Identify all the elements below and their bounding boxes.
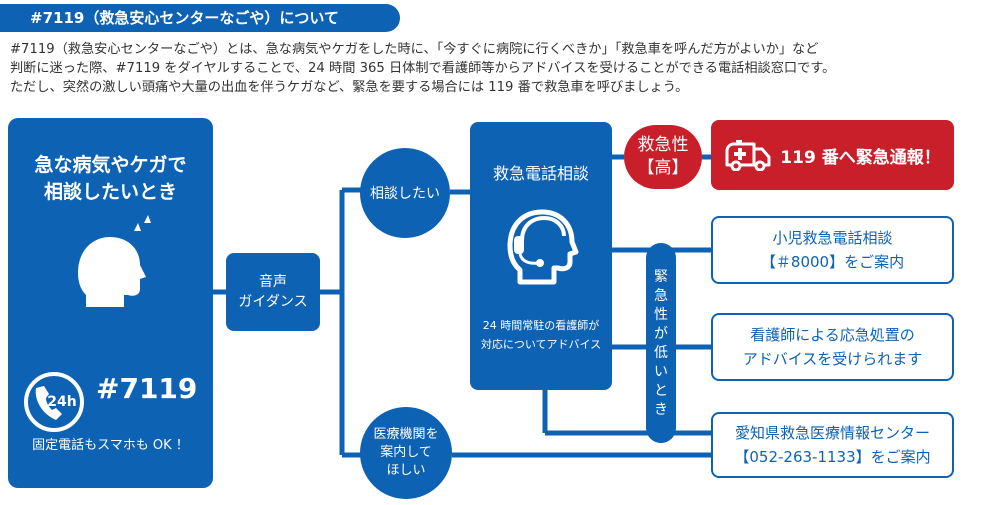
consult-branch: 相談したい: [360, 148, 450, 238]
emergency-consult-title: 救急電話相談: [492, 164, 589, 183]
urgency-low-char: い: [654, 364, 668, 380]
operator-headset-icon: [507, 209, 579, 285]
start-title: 急な病気やケガで 相談したいとき: [8, 152, 213, 206]
consult-note-line: 24 時間常駐の看護師が: [482, 319, 600, 332]
pediatric-line: 【＃8000】をご案内: [760, 253, 905, 271]
nurse-advice-box: 看護師による応急処置の アドバイスを受けられます: [711, 313, 954, 381]
urgency-low-char: 低: [654, 345, 668, 361]
emergency-call-box: 119 番へ緊急通報！: [711, 120, 954, 190]
urgency-high-line: 救急性: [637, 135, 689, 155]
urgency-low-char: と: [654, 383, 668, 399]
urgency-low-text: 緊 急 性 が 低 い と き: [646, 268, 676, 420]
emergency-consult-note: 24 時間常駐の看護師が 対応についてアドバイス: [470, 316, 612, 354]
intro-line: #7119（救急安心センターなごや）とは、急な病気やケガをした時に、「今すぐに病…: [10, 42, 819, 57]
info-center-box: 愛知県救急医療情報センター 【052-263-1133】をご案内: [711, 412, 954, 478]
start-note: 固定電話もスマホも OK ！: [32, 438, 189, 453]
emergency-consult-box: 救急電話相談 24 時間常駐の看護師が 対応についてアドバイス: [470, 122, 612, 390]
voice-guidance-box: 音声 ガイダンス: [226, 253, 320, 331]
phone-24h-icon: 24h: [24, 372, 84, 432]
medical-branch-line: ほしい: [386, 463, 426, 478]
nurse-advice-line: アドバイスを受けられます: [742, 350, 923, 368]
intro-line: ただし、突然の激しい頭痛や大量の出血を伴うケガなど、緊急を要する場合には 119…: [10, 80, 689, 95]
urgency-low-bar: 緊 急 性 が 低 い と き: [646, 243, 676, 443]
section-header: #7119（救急安心センターなごや）について: [0, 4, 400, 32]
consult-branch-label: 相談したい: [370, 186, 440, 202]
hotline-number: #7119: [96, 372, 198, 405]
start-title-line: 相談したいとき: [43, 181, 177, 203]
pediatric-line: 小児救急電話相談: [772, 229, 893, 247]
start-title-line: 急な病気やケガで: [34, 154, 187, 176]
urgency-low-char: き: [654, 402, 668, 418]
pediatric-consult-box: 小児救急電話相談 【＃8000】をご案内: [711, 216, 954, 284]
nurse-advice-line: 看護師による応急処置の: [750, 326, 915, 344]
consult-note-line: 対応についてアドバイス: [480, 338, 602, 351]
info-center-line: 愛知県救急医療情報センター: [734, 424, 930, 442]
badge-24h: 24h: [47, 394, 76, 410]
intro-line: 判断に迷った際、#7119 をダイヤルすることで、24 時間 365 日体制で看…: [10, 61, 836, 76]
info-center-line: 【052-263-1133】をご案内: [734, 448, 931, 466]
sick-person-icon: [78, 215, 151, 307]
guidance-line: ガイダンス: [238, 294, 308, 310]
urgency-low-char: が: [654, 326, 668, 342]
guidance-line: 音声: [259, 274, 287, 290]
urgency-high-badge: 救急性 【高】: [624, 125, 702, 189]
urgency-low-char: 性: [654, 307, 668, 323]
medical-branch: 医療機関を 案内して ほしい: [360, 407, 452, 499]
medical-branch-line: 案内して: [380, 445, 432, 460]
intro-text: #7119（救急安心センターなごや）とは、急な病気やケガをした時に、「今すぐに病…: [10, 40, 978, 97]
medical-branch-line: 医療機関を: [373, 427, 439, 442]
ambulance-icon: [725, 140, 771, 171]
emergency-call-label: 119 番へ緊急通報！: [780, 147, 941, 168]
start-panel: 急な病気やケガで 相談したいとき 24h #7119 固定電話もスマホも OK …: [8, 118, 213, 488]
urgency-low-char: 急: [654, 288, 668, 304]
urgency-high-line: 【高】: [637, 158, 689, 178]
urgency-low-char: 緊: [654, 269, 668, 285]
